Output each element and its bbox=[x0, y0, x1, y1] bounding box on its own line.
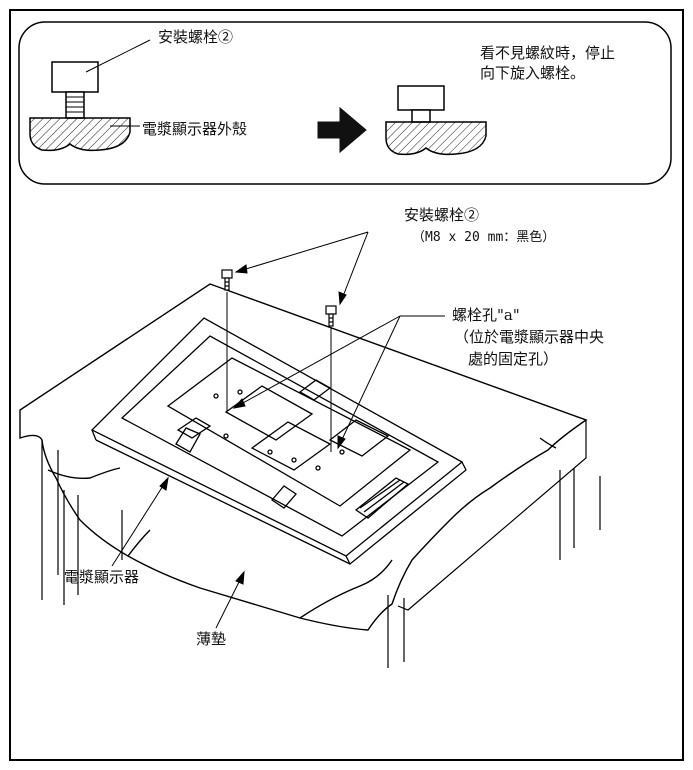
bolt-right-icon bbox=[325, 305, 337, 327]
inset-note-line1: 看不見螺紋時，停止 bbox=[480, 44, 616, 62]
housing-after-icon bbox=[385, 121, 487, 156]
bolt-left-icon bbox=[221, 269, 233, 291]
hole-desc-line2: 處的固定孔） bbox=[468, 350, 559, 368]
bolt-leader-line bbox=[85, 39, 151, 73]
housing-before-icon bbox=[29, 117, 131, 152]
inset-box bbox=[18, 21, 672, 185]
hole-label-arrows bbox=[232, 315, 445, 450]
pad-leader bbox=[215, 570, 245, 629]
display-label: 電漿顯示器 bbox=[64, 568, 140, 586]
inset-housing-label: 電漿顯示器外殼 bbox=[142, 120, 248, 138]
display-leader bbox=[111, 476, 169, 567]
main-bolt-spec: （M8 x 20 mm：黑色） bbox=[412, 230, 556, 245]
hole-desc-line1: （位於電漿顯示器中央 bbox=[454, 328, 605, 346]
bolt-label-arrows bbox=[234, 231, 369, 306]
bolt-after-icon bbox=[397, 85, 445, 123]
bolt-before-icon bbox=[51, 61, 99, 119]
pad-cloth-drawing bbox=[19, 283, 588, 631]
inset-bolt-label: 安裝螺栓② bbox=[158, 28, 234, 46]
main-bolt-label: 安裝螺栓② bbox=[404, 206, 480, 224]
hole-label: 螺栓孔"a" bbox=[452, 306, 520, 324]
pad-label: 薄墊 bbox=[196, 630, 227, 648]
page-border bbox=[9, 9, 684, 761]
inset-note-line2: 向下旋入螺栓。 bbox=[480, 64, 586, 82]
plasma-display-drawing bbox=[90, 317, 467, 566]
arrow-right-icon bbox=[317, 106, 367, 154]
